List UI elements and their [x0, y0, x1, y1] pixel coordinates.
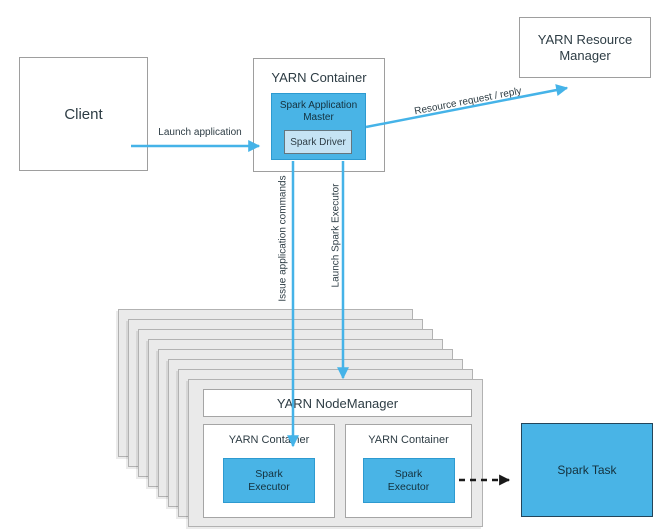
spark-driver-box: Spark Driver — [284, 130, 352, 154]
yarn-container-right-label: YARN Container — [368, 434, 449, 446]
client-box: Client — [19, 57, 148, 171]
yarn-container-left-box: YARN Container Spark Executor — [203, 424, 335, 518]
spark-executor-left-box: Spark Executor — [223, 458, 315, 503]
yarn-container-top-label: YARN Container — [271, 70, 367, 85]
client-label: Client — [64, 105, 103, 123]
yarn-resource-manager-label: YARN Resource Manager — [537, 31, 633, 63]
resource-request-arrow — [365, 84, 569, 129]
spark-application-master-label: Spark Application Master — [279, 100, 358, 123]
nodemanager-front-box: YARN NodeManager YARN Container Spark Ex… — [188, 379, 483, 527]
spark-executor-right-label: Spark Executor — [387, 467, 430, 493]
yarn-container-right-box: YARN Container Spark Executor — [345, 424, 472, 518]
launch-spark-executor-label: Launch Spark Executor — [330, 183, 342, 288]
issue-application-commands-label: Issue application commands — [277, 175, 289, 302]
yarn-container-left-label: YARN Container — [228, 434, 310, 446]
yarn-resource-manager-box: YARN Resource Manager — [519, 17, 651, 78]
spark-task-label: Spark Task — [557, 463, 617, 477]
launch-application-label: Launch application — [158, 127, 242, 138]
resource-request-label: Resource request / reply — [413, 85, 523, 118]
yarn-nodemanager-label: YARN NodeManager — [276, 395, 399, 411]
spark-driver-label: Spark Driver — [290, 136, 346, 148]
spark-executor-right-box: Spark Executor — [362, 458, 455, 503]
spark-executor-left-label: Spark Executor — [248, 467, 290, 493]
nodemanager-stack: YARN NodeManager YARN Container Spark Ex… — [118, 309, 484, 528]
yarn-nodemanager-bar: YARN NodeManager — [203, 389, 472, 417]
spark-task-box: Spark Task — [521, 423, 653, 517]
